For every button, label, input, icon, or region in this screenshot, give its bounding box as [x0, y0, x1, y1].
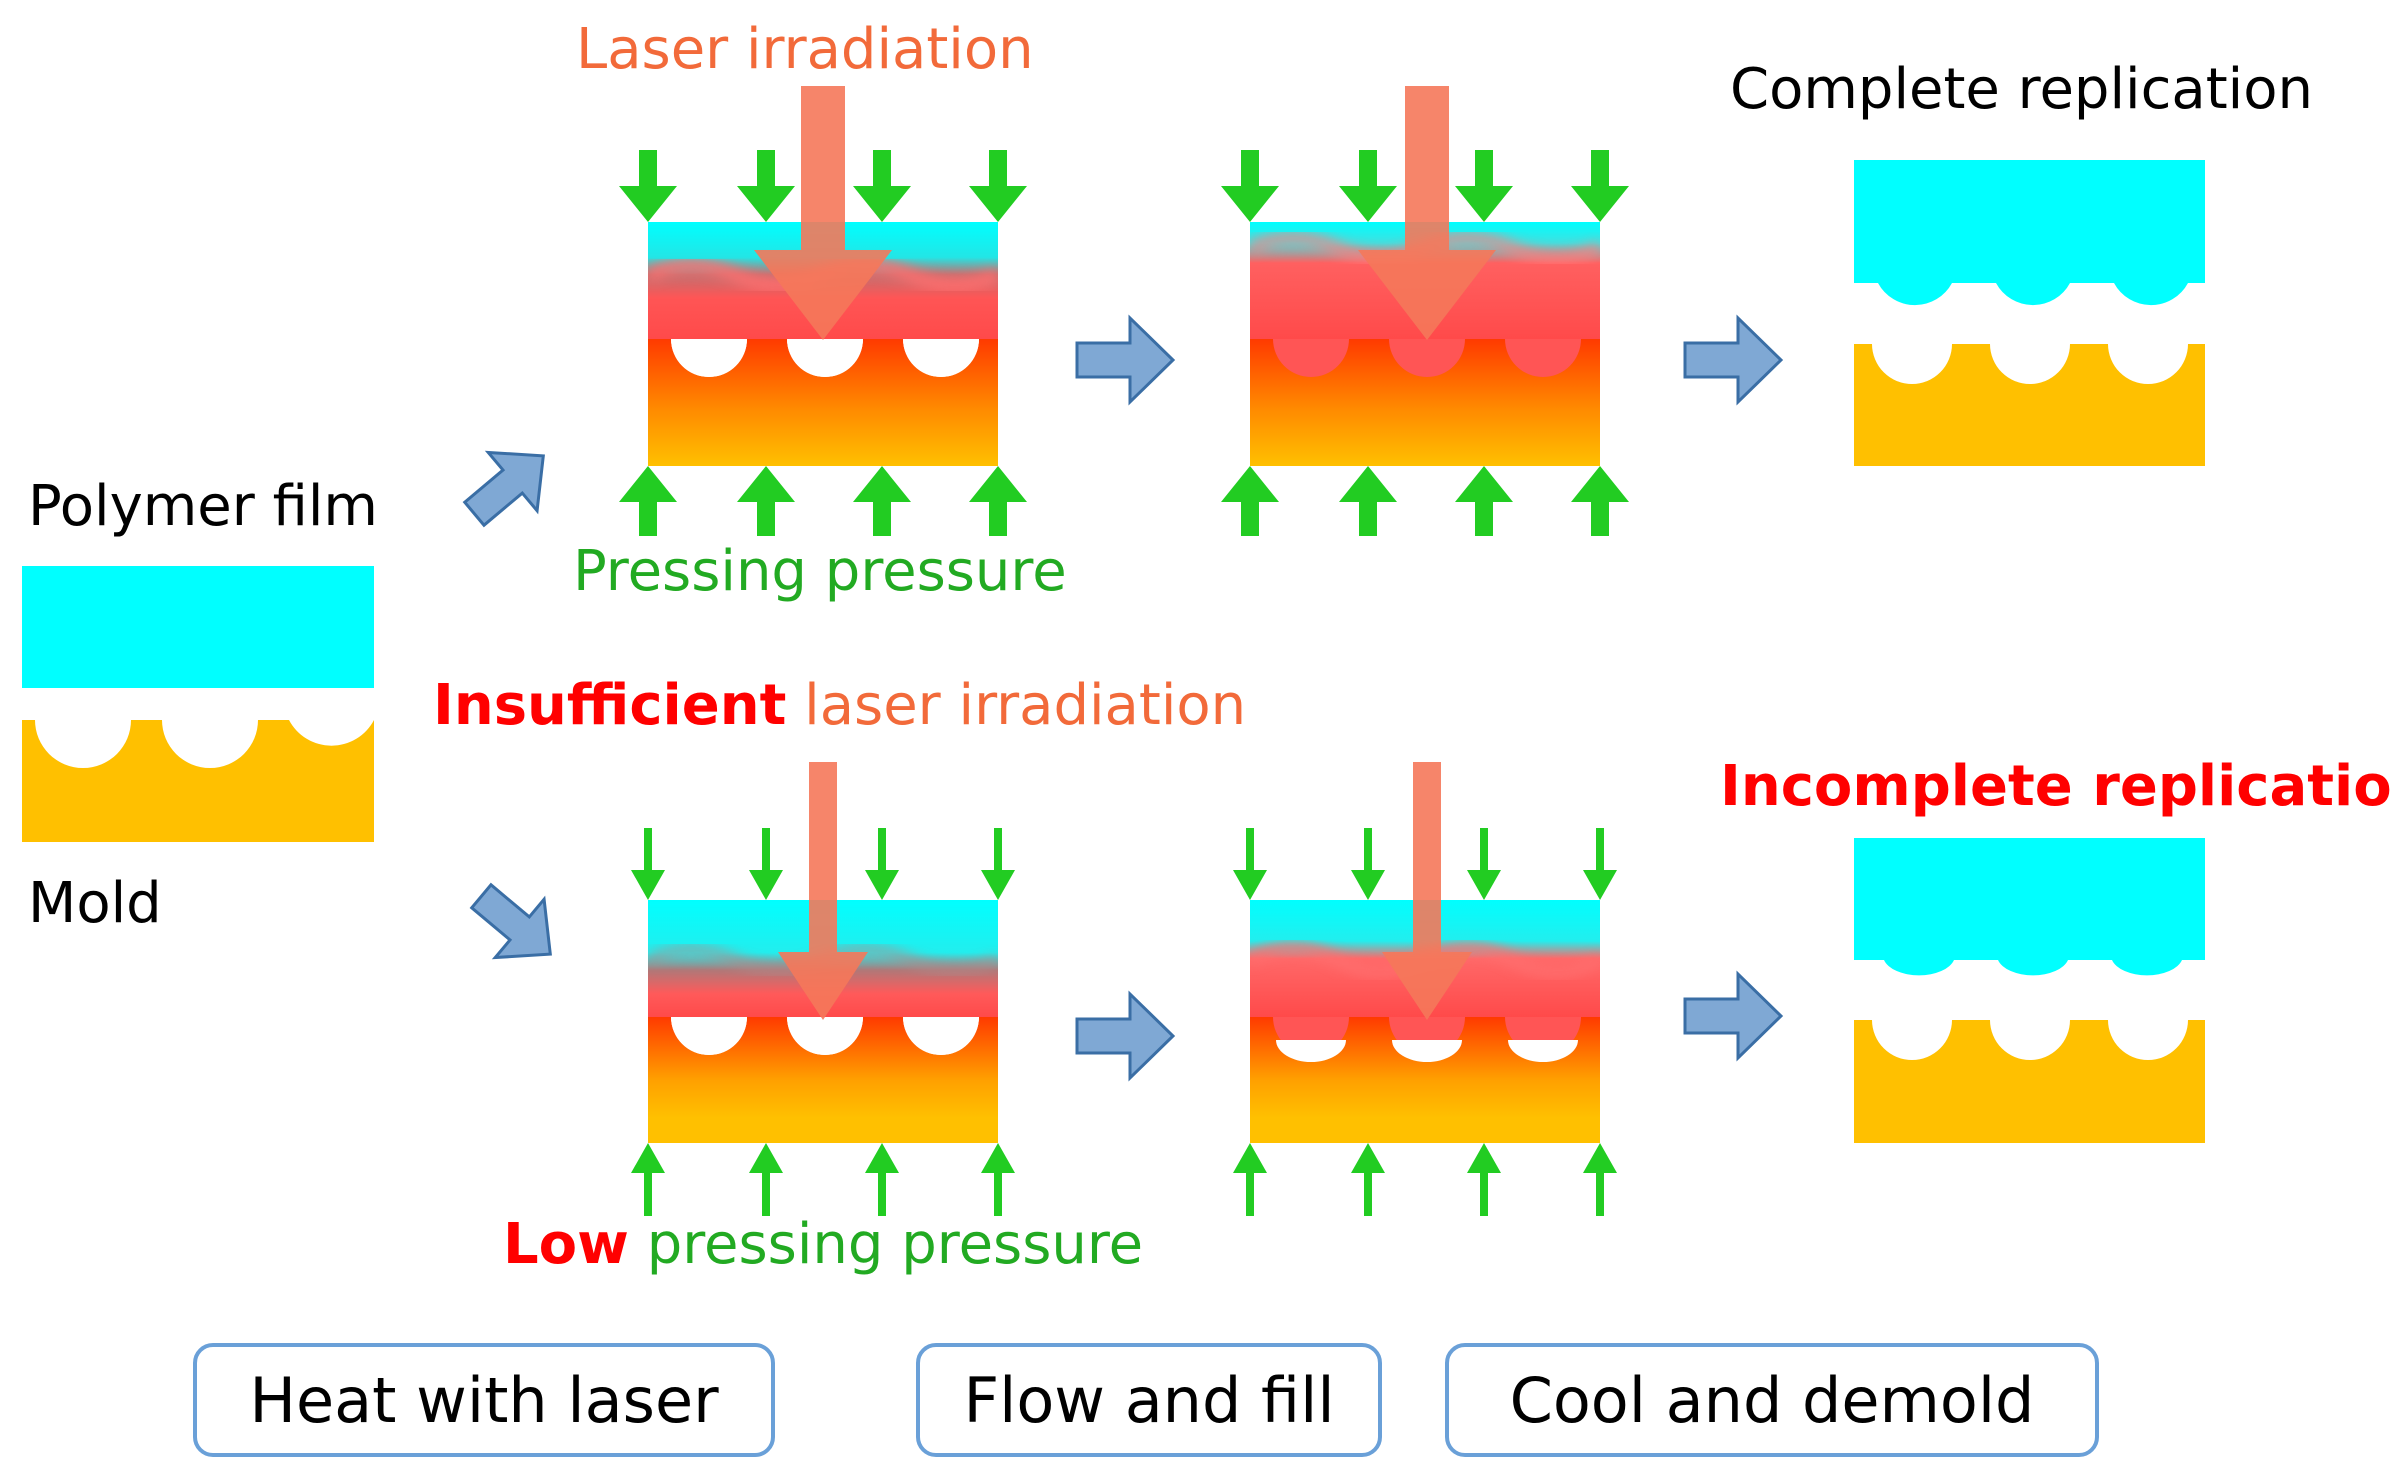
- pressure-arrow-up: [1221, 466, 1279, 536]
- pressure-arrow-up: [1571, 466, 1629, 536]
- pressure-arrows: [619, 150, 1629, 1216]
- mold: [1854, 344, 2205, 466]
- step-label: Cool and demold: [1510, 1364, 2035, 1437]
- mold: [1854, 1020, 2205, 1143]
- pressure-arrow-up-low: [865, 1143, 899, 1216]
- laser-irradiation-label: Laser irradiation: [576, 17, 1034, 82]
- step-label: Flow and fill: [963, 1364, 1334, 1437]
- pressing-pressure-label: Pressing pressure: [573, 539, 1067, 604]
- laser-arrow-weak: [778, 762, 868, 1020]
- low-word: Low: [503, 1212, 629, 1277]
- step-heat-with-laser: Heat with laser: [193, 1343, 775, 1457]
- pressure-arrow-down-low: [981, 828, 1015, 900]
- insufficient-word: Insufficient: [433, 673, 786, 738]
- step-cool-and-demold: Cool and demold: [1445, 1343, 2099, 1457]
- pressure-arrow-down: [1221, 150, 1279, 222]
- pressure-arrow-down: [1455, 150, 1513, 222]
- pressure-arrow-down-low: [1583, 828, 1617, 900]
- pressure-arrow-down-low: [749, 828, 783, 900]
- pressure-arrow-up: [1339, 466, 1397, 536]
- laser-arrow: [1358, 86, 1496, 340]
- filled-cavities: [1273, 339, 1581, 377]
- insufficient-laser-label: Insufficient laser irradiation: [433, 673, 1246, 738]
- step-flow-and-fill: Flow and fill: [916, 1343, 1382, 1457]
- laser-arrows: [754, 86, 1496, 1020]
- pressure-arrow-down: [619, 150, 677, 222]
- pressure-arrow-down-low: [865, 828, 899, 900]
- panel-flow-top: [1250, 222, 1600, 466]
- partially-replicated-film: [1854, 838, 2205, 976]
- flow-arrow-bottom-1: [1075, 990, 1176, 1082]
- pressure-arrow-up-low: [1467, 1143, 1501, 1216]
- legend-mold: [22, 720, 374, 842]
- panel-demold-bottom: [1854, 838, 2205, 1143]
- pressure-arrow-down: [737, 150, 795, 222]
- mold-label: Mold: [28, 871, 162, 936]
- flow-arrow-top-1: [1075, 314, 1176, 406]
- pressure-arrow-up: [853, 466, 911, 536]
- complete-replication-label: Complete replication: [1730, 57, 2313, 122]
- pressure-arrow-down: [1339, 150, 1397, 222]
- flow-arrow-to-top: [462, 450, 545, 528]
- polymer-film-label: Polymer film: [28, 474, 378, 539]
- flow-arrow-bottom-2: [1683, 970, 1784, 1062]
- step-label: Heat with laser: [249, 1364, 719, 1437]
- heated-mold: [1250, 339, 1600, 466]
- flow-arrow-top-2: [1683, 314, 1784, 406]
- pressure-arrow-up: [969, 466, 1027, 536]
- incomplete-replication-label: Incomplete replication: [1720, 754, 2394, 819]
- pressure-arrow-down-low: [1351, 828, 1385, 900]
- laser-arrow: [754, 86, 892, 340]
- mold-cavities: [671, 1017, 979, 1055]
- pressure-arrow-up: [619, 466, 677, 536]
- legend-polymer-film: [22, 566, 374, 688]
- pressure-arrow-up-low: [1351, 1143, 1385, 1216]
- flow-arrow-to-bottom: [469, 882, 552, 960]
- replicated-film: [1854, 160, 2205, 306]
- pressure-arrow-down: [969, 150, 1027, 222]
- pressure-arrow-up-low: [1583, 1143, 1617, 1216]
- pressure-arrow-down-low: [1467, 828, 1501, 900]
- pressure-arrow-down: [853, 150, 911, 222]
- pressure-arrow-up-low: [981, 1143, 1015, 1216]
- low-pressure-label: Low pressing pressure: [503, 1212, 1143, 1277]
- pressure-arrow-up-low: [631, 1143, 665, 1216]
- pressure-arrow-up: [1455, 466, 1513, 536]
- pressure-arrow-up-low: [749, 1143, 783, 1216]
- mold-cavities: [671, 339, 979, 377]
- heated-mold: [648, 1017, 998, 1143]
- laser-arrow-weak: [1382, 762, 1472, 1020]
- partially-filled-cavities: [1273, 1017, 1581, 1055]
- unfilled-voids: [1276, 1040, 1578, 1062]
- pressure-arrow-down-low: [1233, 828, 1267, 900]
- panel-demold-top: [1854, 160, 2205, 466]
- heated-mold: [648, 339, 998, 466]
- laser-irradiation-lower-text: laser irradiation: [786, 673, 1246, 738]
- pressure-arrow-up: [737, 466, 795, 536]
- pressure-arrow-down: [1571, 150, 1629, 222]
- pressure-arrow-up-low: [1233, 1143, 1267, 1216]
- pressure-arrow-down-low: [631, 828, 665, 900]
- pressing-pressure-lower-text: pressing pressure: [629, 1212, 1143, 1277]
